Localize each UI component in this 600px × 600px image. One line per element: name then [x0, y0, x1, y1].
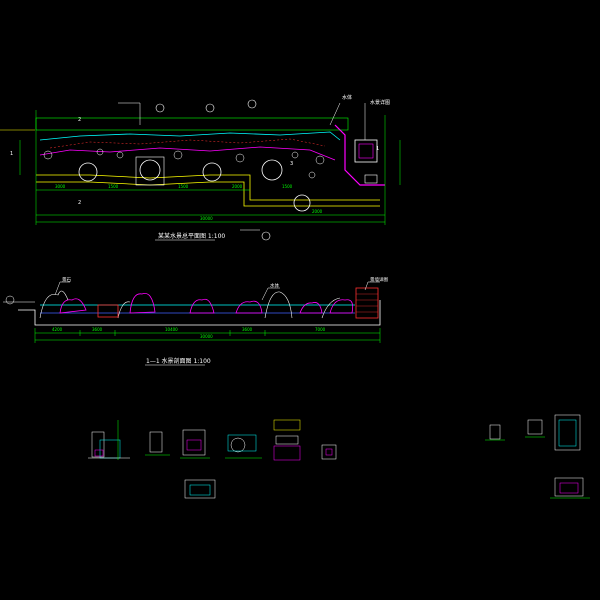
section-index-circle	[5, 295, 15, 305]
dim-total: 30000	[200, 334, 213, 339]
detail-sketches	[88, 414, 590, 499]
dim-value: 4200	[52, 327, 63, 332]
section-wall	[355, 287, 379, 319]
plan-tag-label: 水景详图	[370, 99, 390, 106]
dim-value: 3600	[92, 327, 103, 332]
dim-value: 2000	[312, 209, 323, 214]
index-circles	[155, 99, 271, 241]
section-dimensions	[34, 328, 381, 343]
plan-dimensions	[19, 110, 401, 225]
stone-circle	[78, 162, 98, 182]
rock-cluster	[43, 148, 325, 179]
detail-2	[145, 431, 170, 456]
water-edge-top	[39, 131, 341, 141]
plan-callout-label: 水体	[342, 94, 352, 101]
section-view: 景石 水体 景墙详图 4200 3600 10400 3600 7000 300…	[3, 276, 388, 366]
plan-title: 某某水景总平面图 1:100	[158, 232, 225, 240]
detail-1	[88, 420, 130, 460]
section-callout-label: 景石	[62, 277, 71, 283]
path-outline-inner	[36, 181, 380, 207]
dim-value: 1500	[178, 184, 189, 189]
dim-value: 10400	[165, 327, 178, 332]
section-leaders	[54, 281, 380, 301]
detail-4	[225, 434, 262, 459]
stone-circle	[261, 159, 283, 181]
detail-10	[554, 414, 581, 451]
dim-value: 7000	[315, 327, 326, 332]
wall-box	[354, 139, 378, 163]
dim-value: 3000	[55, 184, 66, 189]
plan-mark: 1	[10, 151, 13, 157]
pipe-line	[49, 138, 326, 149]
detail-9	[525, 419, 545, 438]
section-callout-label: 景墙详图	[370, 276, 388, 283]
detail-5	[273, 419, 301, 461]
detail-8	[485, 424, 505, 441]
detail-6	[321, 444, 337, 460]
dim-value: 2000	[232, 184, 243, 189]
plan-mark: 2	[78, 117, 81, 123]
plan-mark: 1	[376, 146, 379, 152]
section-rocks	[59, 293, 354, 314]
stone-circle	[293, 194, 311, 212]
section-wall-hatch	[356, 293, 378, 313]
dim-value: 1500	[108, 184, 119, 189]
path-outline-outer	[36, 174, 380, 201]
plan-leaders	[118, 102, 366, 231]
dim-value: 1500	[282, 184, 293, 189]
wall-box-inner	[358, 143, 374, 159]
detail-7	[184, 479, 216, 499]
plan-view: 2 1 3 1 2 水体 水景详图 3000 1500 1500 2000 15…	[0, 94, 401, 241]
section-rocks-outline	[39, 290, 341, 319]
pond-edge	[39, 146, 336, 161]
section-dim-text: 4200 3600 10400 3600 7000 30000	[52, 327, 326, 339]
plan-marks: 2 1 3 1 2	[10, 117, 379, 206]
detail-3	[180, 429, 210, 459]
stone-circle	[202, 162, 222, 182]
stone-frame	[135, 156, 165, 186]
dim-total: 30000	[200, 216, 213, 221]
right-edge-wall	[334, 124, 385, 186]
plan-dim-text: 3000 1500 1500 2000 1500 2000 30000	[55, 184, 323, 221]
plan-mark: 3	[290, 161, 293, 167]
section-feature-red	[97, 304, 119, 318]
section-callout-label: 水体	[270, 282, 279, 289]
small-structure	[364, 174, 378, 184]
section-ground	[18, 300, 381, 326]
stone-circle	[139, 159, 161, 181]
dim-value: 3600	[242, 327, 253, 332]
plan-mark: 2	[78, 200, 81, 206]
detail-11	[550, 477, 590, 499]
section-title: 1—1 水景剖面图 1:100	[146, 357, 211, 365]
